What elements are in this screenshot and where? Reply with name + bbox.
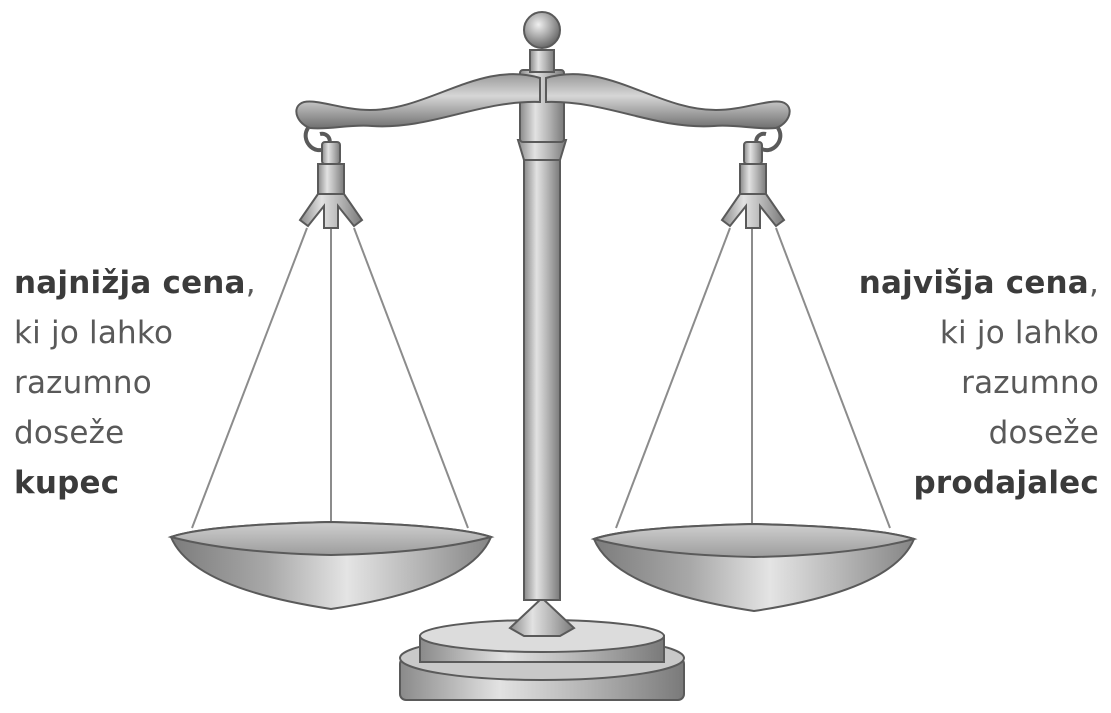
right-label-line4: doseže — [859, 408, 1099, 458]
right-pan — [594, 524, 914, 611]
left-label-line2: ki jo lahko — [14, 308, 256, 358]
buyer-price-label: najnižja cena, ki jo lahko razumno dosež… — [14, 258, 256, 508]
right-label-emphasis-top: najvišja cena — [859, 265, 1089, 301]
left-label-line3: razumno — [14, 358, 256, 408]
right-label-line1: najvišja cena, — [859, 258, 1099, 308]
left-label-emphasis-bottom: kupec — [14, 465, 119, 501]
right-label-line5: prodajalec — [859, 458, 1099, 508]
scale-base — [400, 598, 684, 700]
seller-price-label: najvišja cena, ki jo lahko razumno dosež… — [859, 258, 1099, 508]
right-label-line3: razumno — [859, 358, 1099, 408]
right-label-emphasis-bottom: prodajalec — [914, 465, 1099, 501]
right-pan-strings — [616, 228, 890, 566]
left-label-emphasis-top: najnižja cena — [14, 265, 246, 301]
left-pan — [171, 522, 491, 609]
left-label-line4: doseže — [14, 408, 256, 458]
left-label-line5: kupec — [14, 458, 256, 508]
left-label-line1: najnižja cena, — [14, 258, 256, 308]
right-label-line2: ki jo lahko — [859, 308, 1099, 358]
right-hanger — [722, 142, 784, 228]
left-hanger — [300, 142, 362, 228]
